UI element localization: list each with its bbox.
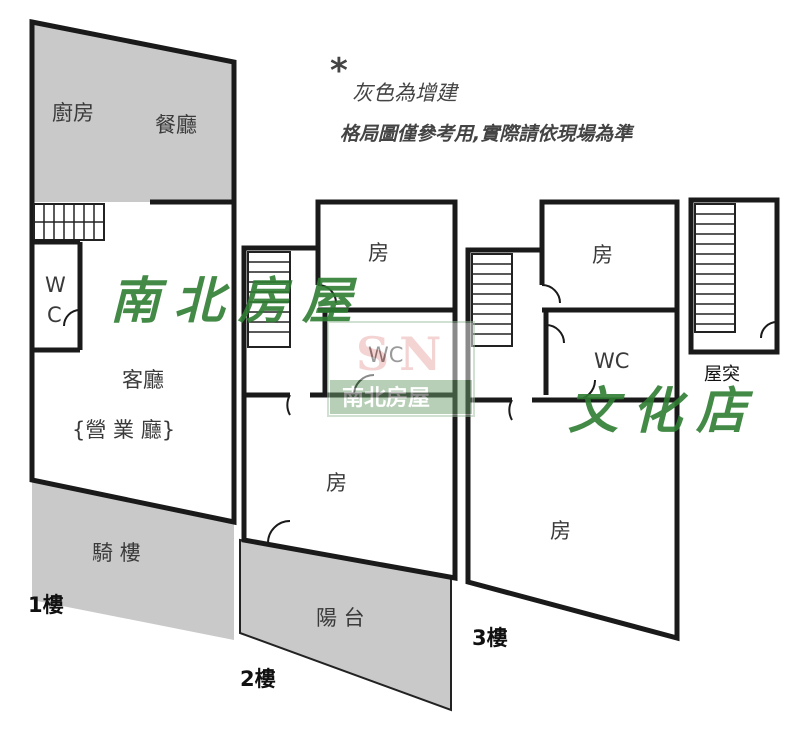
- roof-door: [760, 321, 778, 339]
- legend-notes: * 灰色為增建 格局圖僅參考用,實際請依現場為準: [330, 51, 635, 145]
- brand-watermark: 南北房屋: [110, 272, 366, 330]
- balcony-area: [240, 540, 451, 710]
- wc-label-w: W: [45, 273, 66, 297]
- floor-2-plan: 房 WC 房 陽 台 2樓: [239, 199, 458, 712]
- floor-3-plan: 房 WC 房 3樓: [465, 199, 680, 650]
- logo-name: 南北房屋: [342, 385, 430, 411]
- floor-2-balcony-label: 陽 台: [316, 606, 365, 630]
- roof-outline: [688, 197, 780, 355]
- floor-2-room-top-label: 房: [368, 241, 389, 265]
- kitchen-label: 廚房: [52, 101, 94, 125]
- living-sub-label: {營 業 廳}: [72, 418, 175, 442]
- floor-3-door-wc: [545, 324, 565, 344]
- logo-letters: SN: [356, 327, 451, 381]
- note-disclaimer: 格局圖僅參考用,實際請依現場為準: [340, 123, 635, 145]
- floor-3-room-main-label: 房: [550, 519, 571, 543]
- floor-1-plan: 廚房 餐廳 W C 客廳 {營 業 廳} 騎 樓 1樓: [28, 18, 237, 640]
- floor-2-door-stair: [286, 394, 291, 416]
- floor-3-room-top-label: 房: [592, 243, 613, 267]
- arcade-area: [32, 480, 234, 640]
- floor-2-stair: [247, 251, 291, 348]
- floor-1-label: 1樓: [28, 593, 64, 617]
- floor-3-label: 3樓: [472, 626, 508, 650]
- watermark-group: 南北房屋 SN 南北房屋 文化店: [110, 272, 760, 440]
- floor-2-room-main-label: 房: [326, 471, 347, 495]
- floor-2-door-wc: [353, 374, 375, 396]
- floor-2-door-balcony: [267, 520, 291, 544]
- floor-3-door-top: [541, 284, 561, 304]
- floor-1-outline: [29, 18, 237, 526]
- dining-label: 餐廳: [155, 113, 197, 137]
- floor-3-door-main: [574, 379, 596, 401]
- floor-2-door-top: [317, 284, 337, 304]
- floor-3-door-stair: [508, 399, 513, 421]
- brand-logo: SN 南北房屋: [327, 321, 475, 417]
- floor-1-wc: [32, 239, 83, 353]
- arcade-label: 騎 樓: [92, 541, 141, 565]
- roof-plan: 屋突: [688, 197, 780, 385]
- living-label: 客廳: [122, 368, 164, 392]
- note-added-area: 灰色為增建: [352, 81, 460, 105]
- floor-3-wc-label: WC: [594, 349, 629, 373]
- floor-2-label: 2樓: [240, 667, 276, 691]
- branch-watermark: 文化店: [568, 382, 760, 440]
- roof-stair: [694, 203, 736, 333]
- asterisk-icon: *: [330, 51, 348, 91]
- floor-1-stair: [33, 203, 105, 241]
- wc-label-c: C: [47, 303, 62, 327]
- roof-label: 屋突: [704, 364, 740, 385]
- floor-2-wc-label: WC: [368, 343, 403, 367]
- kitchen-dining-area: [32, 22, 234, 202]
- floor-3-stair: [471, 253, 513, 347]
